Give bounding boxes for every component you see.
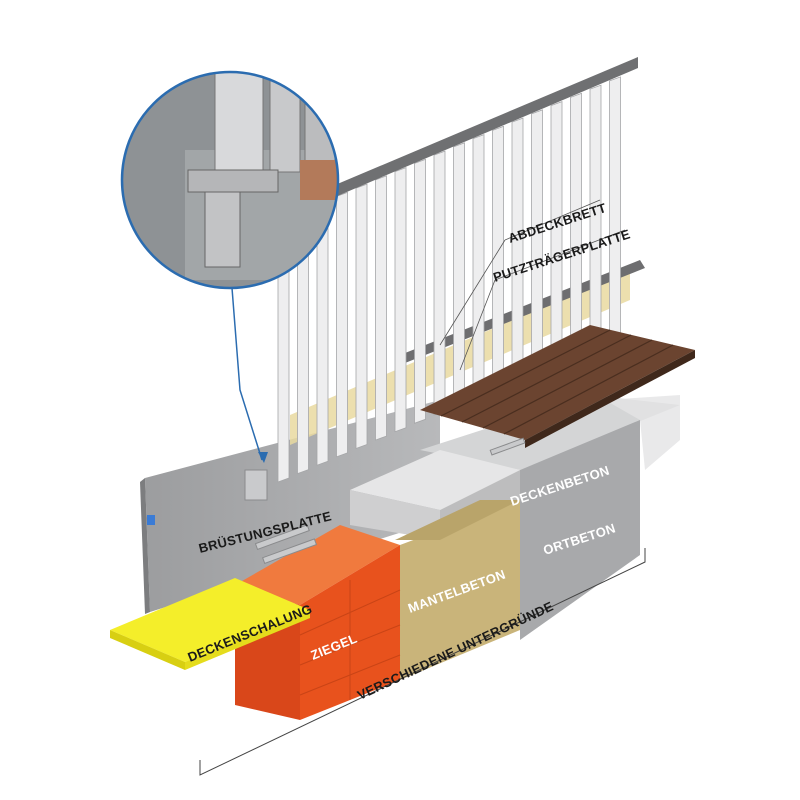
railing-baluster (609, 76, 621, 341)
blue-anchor-marker (147, 515, 155, 525)
detail-callout (120, 70, 340, 463)
wooden-deck-edge (525, 350, 695, 448)
ortbeton-block-front (520, 420, 640, 640)
railing-baluster (511, 117, 524, 382)
railing-baluster (336, 191, 348, 458)
railing-baluster (550, 101, 563, 366)
railing-baluster (453, 142, 465, 408)
ortbeton-ghost (605, 395, 680, 470)
deckenschalung-board-top (110, 578, 310, 662)
mounting-brackets (244, 437, 526, 565)
wood-plank-lines (440, 329, 674, 435)
bruestungsplatte-wall (145, 400, 440, 612)
deckenbeton-block-front (350, 490, 440, 540)
mantelbeton-top (395, 500, 520, 540)
railing-baluster (531, 109, 543, 374)
ziegel-block-top (235, 525, 400, 605)
ziegel-brick-lines (299, 580, 401, 700)
railing-baluster (355, 183, 368, 450)
leader-lines (439, 199, 626, 371)
deckenbeton-block-top (350, 450, 520, 510)
wall-edge (140, 478, 150, 614)
mantelbeton-block (400, 500, 520, 680)
railing-top-rail (335, 57, 638, 197)
deckenschalung-board-edge (110, 630, 185, 670)
railing-baluster (375, 175, 387, 441)
railing-baluster (394, 167, 407, 433)
railing-baluster (472, 134, 485, 399)
railing-baluster (433, 150, 446, 416)
dimension-bracket (199, 548, 646, 776)
deckenschalung-board-edge2 (185, 610, 310, 670)
railing-baluster (414, 158, 426, 424)
railing-balusters (277, 76, 621, 483)
